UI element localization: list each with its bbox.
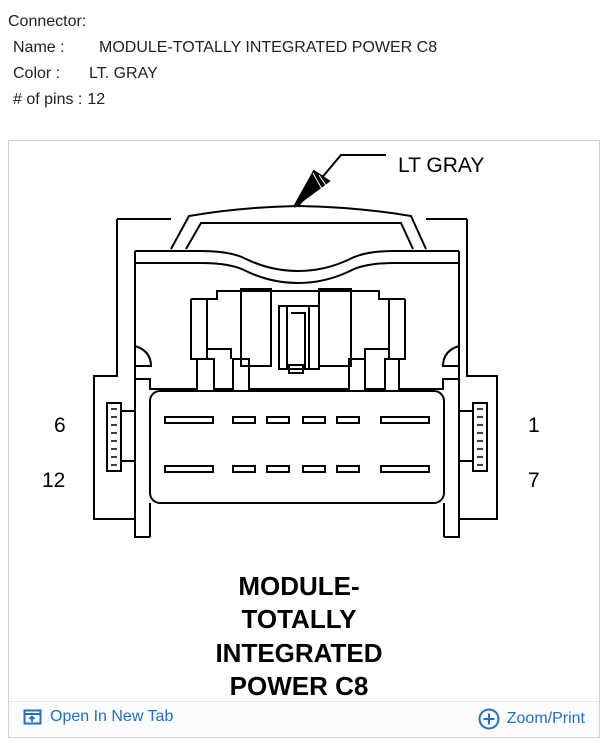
open-new-tab-icon <box>23 709 42 725</box>
pin-cavity <box>232 416 256 424</box>
plus-circle-icon <box>478 708 500 730</box>
pin-cavity-block <box>149 390 445 504</box>
pins-label: # of pins : <box>13 91 83 108</box>
pin-cavity <box>302 465 326 473</box>
diagram-title-line: MODULE- <box>238 571 359 601</box>
connector-name-row: Name : MODULE-TOTALLY INTEGRATED POWER C… <box>13 35 437 61</box>
open-in-new-tab-label: Open In New Tab <box>50 708 174 725</box>
pin-label-left-bottom: 12 <box>42 469 65 492</box>
pin-cavity <box>266 416 290 424</box>
color-value: LT. GRAY <box>89 65 158 82</box>
connector-heading: Connector: <box>8 13 87 30</box>
pin-cavity <box>164 416 214 424</box>
connector-diagram: LT GRAY 6 12 1 7 MODULE- TOTALLY INTEGRA… <box>42 154 540 701</box>
callout-arrow-icon <box>293 169 331 208</box>
color-label: Color : <box>13 65 61 82</box>
pin-label-right-bottom: 7 <box>528 469 540 492</box>
pins-value: 12 <box>87 91 106 108</box>
diagram-panel: LT GRAY 6 12 1 7 MODULE- TOTALLY INTEGRA… <box>8 140 600 738</box>
lock-tab <box>170 204 427 250</box>
diagram-toolbar: Open In New Tab Zoom/Print <box>9 701 599 737</box>
pin-label-right-top: 1 <box>528 414 540 437</box>
connector-color-row: Color : LT. GRAY <box>13 61 158 87</box>
pin-cavity <box>380 465 430 473</box>
connector-housing <box>93 219 498 538</box>
pin-cavity <box>266 465 290 473</box>
diagram-title-line: TOTALLY <box>241 604 356 634</box>
connector-pins-row: # of pins :12 <box>13 87 105 113</box>
pin-cavity <box>336 465 360 473</box>
zoom-print-label: Zoom/Print <box>506 710 585 727</box>
zoom-print-button[interactable]: Zoom/Print <box>478 708 585 730</box>
pin-cavity <box>380 416 430 424</box>
diagram-title-line: POWER C8 <box>230 671 369 701</box>
diagram-title-line: INTEGRATED <box>215 638 382 668</box>
pin-cavity <box>232 465 256 473</box>
name-value: MODULE-TOTALLY INTEGRATED POWER C8 <box>99 39 438 56</box>
pin-cavity <box>302 416 326 424</box>
pin-label-left-top: 6 <box>54 414 66 437</box>
pin-cavity <box>164 465 214 473</box>
color-callout-label: LT GRAY <box>398 154 484 177</box>
name-label: Name : <box>13 39 65 56</box>
open-in-new-tab-button[interactable]: Open In New Tab <box>23 708 173 726</box>
pin-cavity <box>336 416 360 424</box>
